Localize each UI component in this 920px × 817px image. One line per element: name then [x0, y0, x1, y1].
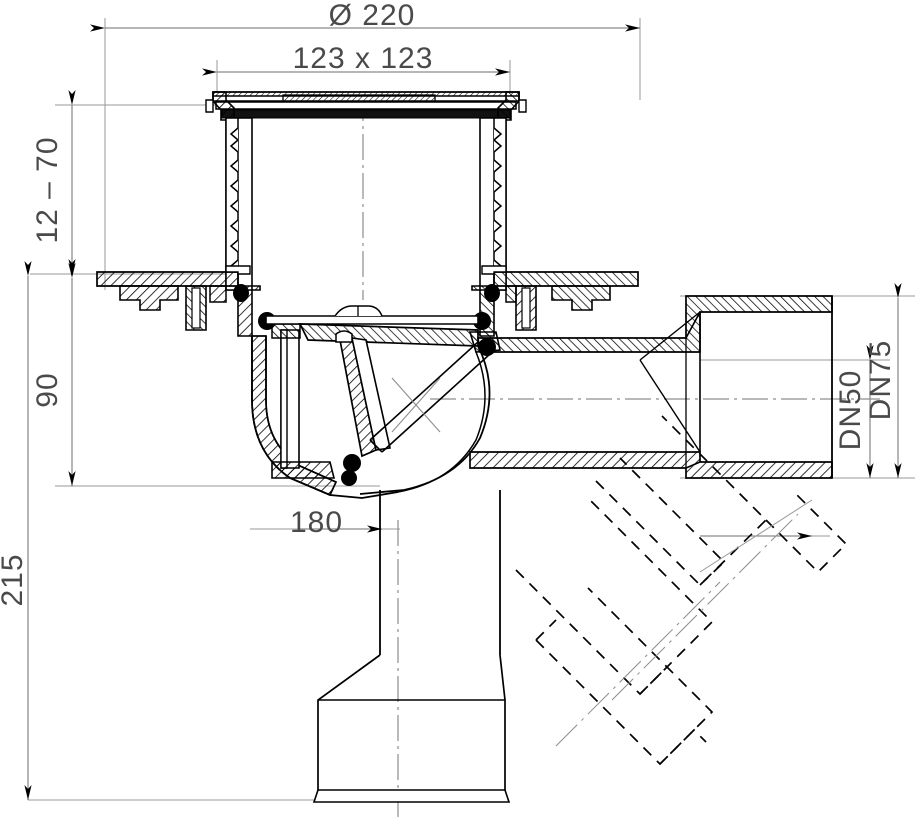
oring-upper-left [233, 284, 249, 302]
trap-outer-body [359, 345, 491, 495]
centre-lines [362, 95, 880, 817]
horizontal-outlet-pipe [469, 295, 833, 479]
oring-lower-left [343, 454, 361, 472]
dim-text-grate-size: 123 x 123 [293, 42, 434, 75]
dim-text-outlet-offset: 180 [290, 506, 343, 539]
dim-text-body-height: 90 [31, 372, 64, 407]
dim-text-dn75: DN75 [864, 340, 897, 421]
dimension-extension-lines [28, 18, 915, 801]
rotation-phantom-centrelines [555, 513, 799, 747]
vertical-outlet-spigot [312, 490, 511, 803]
dim-text-total-height: 215 [0, 553, 29, 606]
dim-text-outer-diameter: Ø 220 [329, 0, 416, 32]
dimension-lines [24, 24, 902, 800]
rotation-hint-line [699, 499, 813, 573]
non-return-flap-valve [335, 330, 501, 458]
grate-cover-assembly [205, 91, 527, 121]
telescopic-riser-body [225, 117, 507, 291]
oring-upper-right [484, 284, 500, 302]
rotation-phantom-outlets [515, 415, 848, 766]
oring-bottom [341, 470, 357, 486]
dim-text-adjustable-height: 12 – 70 [31, 136, 64, 243]
dim-text-dn50: DN50 [834, 370, 867, 451]
